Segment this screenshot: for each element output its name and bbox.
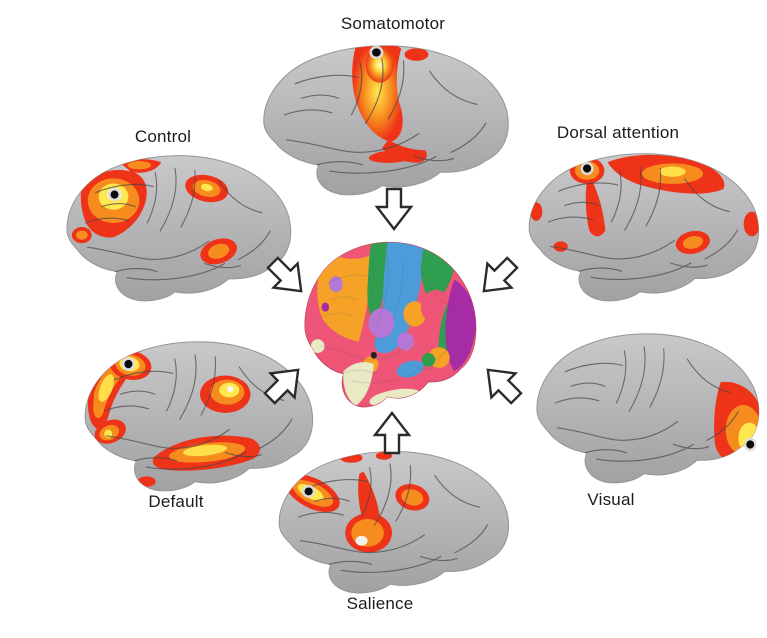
parcellation-regions [310,242,476,407]
network-label-somatomotor: Somatomotor [340,14,446,33]
network-label-dorsal-attention: Dorsal attention [556,123,680,142]
visual-brain-image [536,333,760,484]
arrow-somatomotor-to-center [375,187,413,231]
network-label-control: Control [134,127,192,146]
control-seed-marker [108,188,121,202]
center-parcellation-brain-image [304,241,477,408]
network-label-default: Default [148,492,204,511]
salience-seed-marker [302,484,316,498]
default-seed-marker [121,357,135,371]
network-label-visual: Visual [587,490,635,509]
somatomotor-seed-marker [369,45,384,60]
dorsal-attention-brain-image [528,153,760,302]
salience-brain-image [278,451,510,594]
control-brain-image [66,155,292,302]
visual-seed-marker [743,437,757,452]
network-label-salience: Salience [346,594,414,613]
somatomotor-brain-image [263,45,509,196]
arrow-visual-to-center [474,356,530,412]
arrow-salience-to-center [373,411,411,455]
default-brain-image [84,341,314,492]
dorsal-attention-seed-marker [580,161,594,176]
